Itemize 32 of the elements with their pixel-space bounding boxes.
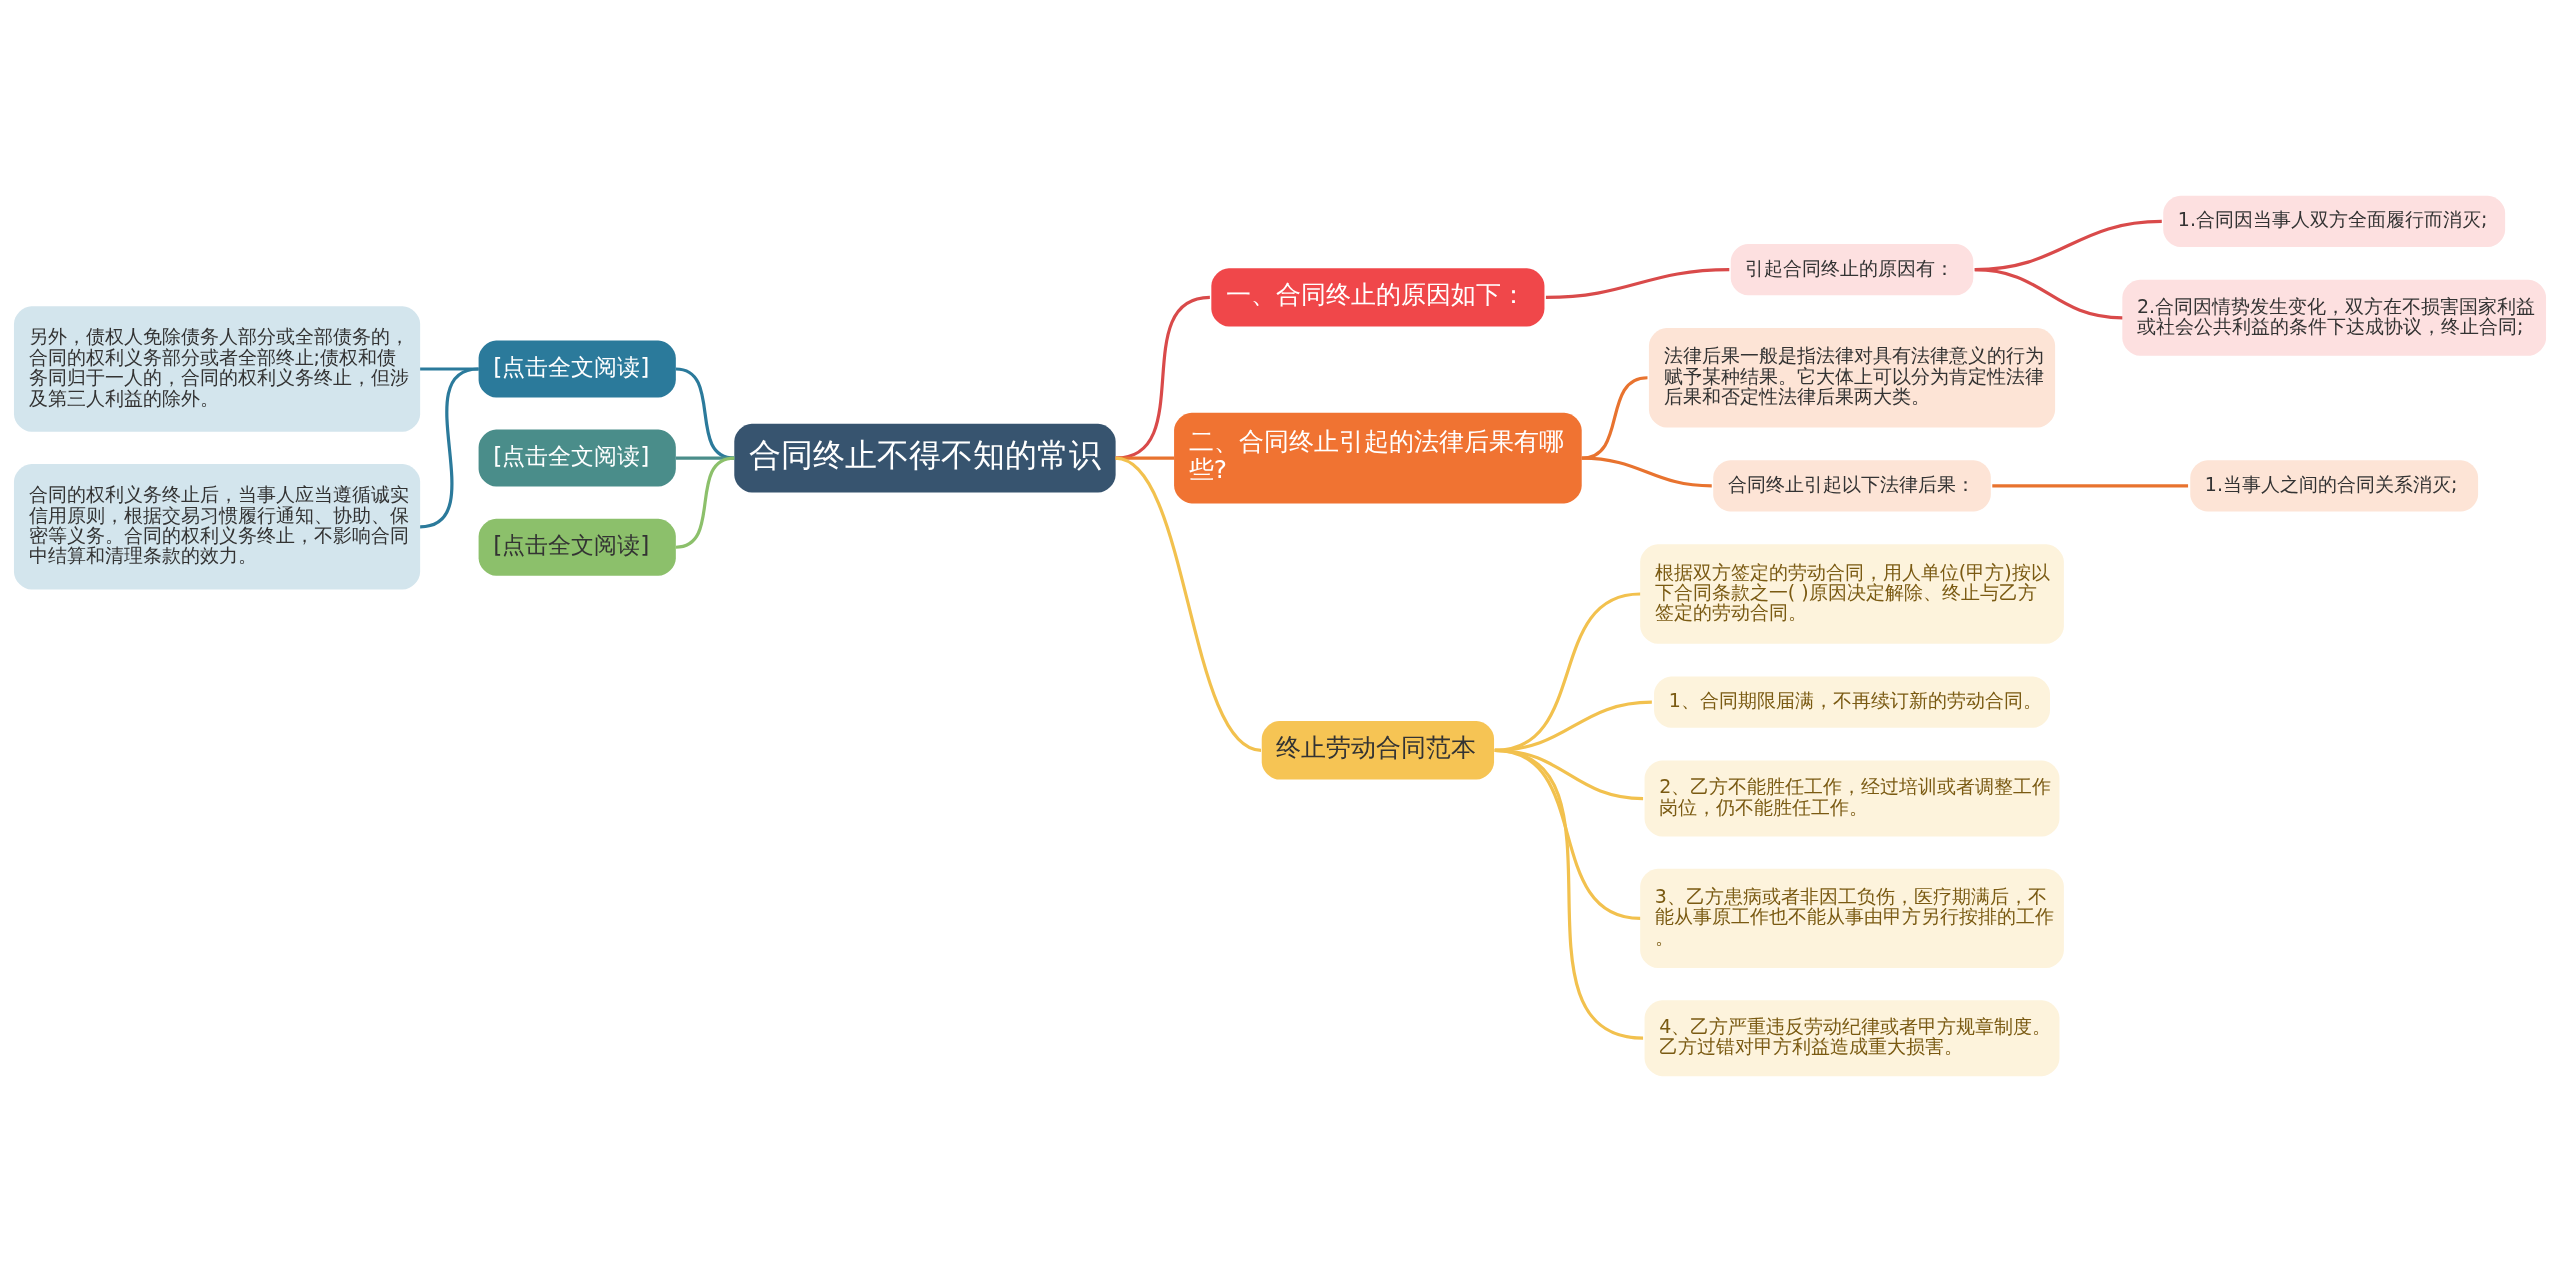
connector	[419, 367, 479, 529]
node-box: [点击全文阅读]	[478, 429, 676, 487]
node-box: 2、乙方不能胜任工作，经过培训或者调整工作岗位，仍不能胜任工作。	[1644, 760, 2060, 837]
node-box: 4、乙方严重违反劳动纪律或者甲方规章制度。乙方过错对甲方利益造成重大损害。	[1644, 1000, 2060, 1077]
connector	[1115, 295, 1211, 460]
connector	[1581, 376, 1648, 460]
node-box: 3、乙方患病或者非因工负伤，医疗期满后，不能从事原工作也不能从事由甲方另行按排的工作。	[1640, 868, 2064, 969]
node-box: 终止劳动合同范本	[1261, 721, 1495, 780]
node-box: [点击全文阅读]	[478, 340, 676, 398]
node-box: 合同的权利义务终止后，当事人应当遵循诚实信用原则，根据交易习惯履行通知、协助、保密等义务。合同的权利义务终止，不影响合同中结算和清理条款的效力。	[13, 463, 421, 590]
node-box: 1、合同期限届满，不再续订新的劳动合同。	[1654, 676, 2050, 728]
connector	[675, 456, 735, 549]
node-box: 1.当事人之间的合同关系消灭;	[2190, 460, 2479, 512]
node-box: [点击全文阅读]	[478, 518, 676, 576]
node-box: 根据双方签定的劳动合同，用人单位(甲方)按以下合同条款之一( )原因决定解除、终止与乙方签定的劳动合同。	[1640, 544, 2064, 644]
node-box: 合同终止引起以下法律后果：	[1713, 460, 1991, 512]
node-box: 另外，债权人免除债务人部分或全部债务的，合同的权利义务部分或者全部终止;债权和债务同归于一人的，合同的权利义务终止，但涉及第三人利益的除外。	[13, 306, 421, 432]
connector	[1494, 748, 1644, 1040]
node-box: 一、合同终止的原因如下：	[1211, 268, 1545, 327]
connector	[1545, 268, 1730, 299]
connector	[1581, 456, 1712, 488]
connector	[420, 367, 479, 371]
node-box: 合同终止不得不知的常识	[734, 423, 1116, 493]
node-box: 1.合同因当事人双方全面履行而消灭;	[2163, 195, 2506, 247]
connector	[1974, 268, 2123, 320]
node-box: 二、合同终止引起的法律后果有哪些?	[1174, 412, 1582, 504]
node-box: 2.合同因情势发生变化，双方在不损害国家利益或社会公共利益的条件下达成协议，终止合同;	[2122, 279, 2547, 356]
node-box: 引起合同终止的原因有：	[1730, 244, 1974, 296]
connector	[1115, 456, 1262, 752]
node-box: 法律后果一般是指法律对具有法律意义的行为赋予某种结果。它大体上可以分为肯定性法律后果和否定性法律后果两大类。	[1648, 328, 2056, 428]
connector	[675, 367, 735, 460]
connector	[1992, 484, 2189, 488]
